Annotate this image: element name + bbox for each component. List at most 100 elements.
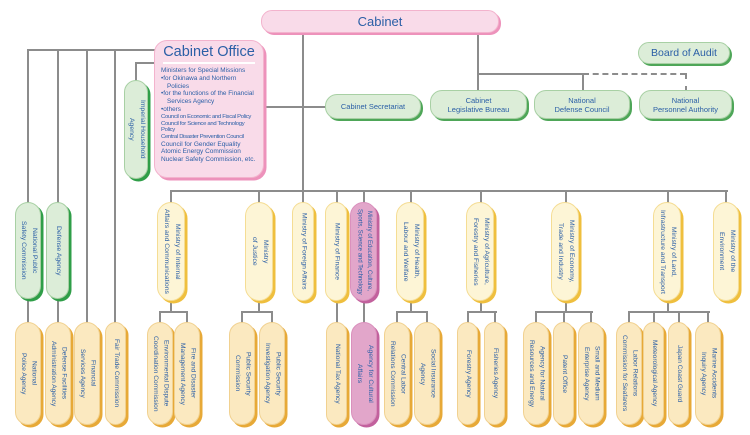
- node-ministry-justice: Ministry of Justice: [245, 202, 273, 301]
- connector-line: [477, 32, 479, 92]
- office-line: Council on Economic and Fiscal Policy: [161, 113, 252, 120]
- connector-line: [678, 311, 680, 323]
- connector-line: [27, 298, 29, 323]
- node-national-personnel-authority: National Personnel Authority: [639, 90, 732, 119]
- connector-line: [480, 190, 482, 203]
- node-social-insurance-agency: Social Insurance Agency: [414, 322, 440, 425]
- office-line: Policies: [167, 82, 190, 90]
- node-defense-facilities-administration-agency: Defense Facilities Administration Agency: [45, 322, 71, 425]
- node-ministry-land-infrastructure: Ministry of Land, Infrastructure and Tra…: [653, 202, 681, 301]
- connector-line: [628, 311, 630, 323]
- connector-line: [258, 301, 260, 313]
- node-national-defense-council: National Defense Council: [534, 90, 630, 119]
- connector-line: [565, 301, 567, 313]
- node-fisheries-agency: Fisheries Agency: [484, 322, 505, 425]
- node-ministry-environment: Ministry of the Environment: [713, 202, 739, 301]
- connector-line: [653, 311, 655, 323]
- node-ministry-finance: Ministry of Finance: [325, 202, 347, 301]
- node-national-public-safety-commission: National Public Safety Commission: [15, 202, 41, 299]
- connector-line: [336, 301, 338, 323]
- connector-line: [57, 298, 59, 323]
- connector-line-dashed: [583, 73, 686, 75]
- node-labor-relations-commission-seafarers: Labor Relations Commission for Seafarers: [616, 322, 642, 425]
- connector-line: [159, 311, 188, 313]
- office-line: •others: [161, 106, 181, 114]
- node-ministry-internal-affairs: Ministry of Internal Affairs and Communi…: [157, 202, 185, 301]
- connector-line: [480, 301, 482, 313]
- office-line: Nuclear Safety Commission, etc.: [161, 156, 256, 164]
- connector-line: [241, 311, 243, 323]
- node-cabinet-legislative-bureau: Cabinet Legislative Bureau: [430, 90, 527, 119]
- office-line: •for Okinawa and Northern: [161, 74, 237, 82]
- connector-line: [186, 311, 188, 323]
- connector-line: [707, 311, 709, 323]
- connector-line: [477, 73, 583, 75]
- node-financial-services-agency: Financial Services Agency: [74, 322, 100, 425]
- connector-line: [582, 73, 584, 92]
- node-cabinet-office: Cabinet Office Ministers for Special Mis…: [154, 40, 264, 178]
- connector-line: [258, 190, 260, 203]
- node-ministry-agriculture: Ministry of Agriculture, Forestry and Fi…: [466, 202, 494, 301]
- node-environmental-dispute-coordination-commission: Environmental Dispute Coordination Commi…: [147, 322, 173, 425]
- node-agency-cultural-affairs: Agency for Cultural Affairs: [351, 322, 377, 425]
- connector-line: [114, 49, 116, 323]
- connector-line: [171, 190, 728, 192]
- connector-line: [241, 311, 273, 313]
- connector-line: [28, 49, 156, 51]
- connector-line: [667, 190, 669, 203]
- connector-line: [170, 190, 172, 203]
- connector-line: [302, 32, 304, 203]
- connector-line: [135, 62, 137, 81]
- office-line: Council for Science and Technology Polic…: [161, 120, 245, 134]
- cabinet-office-title: Cabinet Office: [163, 44, 255, 64]
- node-ministry-health-labour-welfare: Ministry of Health, Labour and Welfare: [396, 202, 424, 301]
- node-patent-office: Patent Office: [553, 322, 574, 425]
- node-public-security-commission: Public Security Commission: [229, 322, 255, 425]
- node-board-of-audit: Board of Audit: [638, 42, 730, 64]
- office-line: Central Disaster Prevention Council: [161, 134, 244, 141]
- connector-line: [494, 311, 496, 323]
- connector-line: [363, 190, 365, 203]
- node-public-security-investigation-agency: Public Security Investigation Agency: [259, 322, 285, 425]
- connector-line: [264, 106, 326, 108]
- office-line: Ministers for Special Missions: [161, 67, 246, 74]
- connector-line: [426, 311, 428, 323]
- node-ministry-education: Ministry of Education, Culture, Sports, …: [350, 202, 377, 301]
- connector-line: [667, 301, 669, 313]
- office-line: •for the functions of the Financial: [161, 90, 254, 98]
- node-forestry-agency: Forestry Agency: [457, 322, 478, 425]
- connector-line: [467, 311, 469, 323]
- node-ministry-economy: Ministry of Economy, Trade and Industry: [551, 202, 579, 301]
- node-small-medium-enterprise-agency: Small and Medium Enterprise Agency: [578, 322, 604, 425]
- connector-line: [590, 311, 592, 323]
- office-line: Atomic Energy Commission: [161, 148, 241, 156]
- connector-line: [271, 311, 273, 323]
- node-central-labor-relations-commission: Central Labor Relations Commission: [384, 322, 410, 425]
- connector-line: [725, 190, 727, 203]
- connector-line: [336, 190, 338, 203]
- connector-line: [467, 311, 497, 313]
- connector-line: [135, 62, 155, 64]
- connector-line: [565, 190, 567, 203]
- node-ministry-foreign-affairs: Ministry of Foreign Affairs: [292, 202, 314, 301]
- connector-line-dashed: [685, 73, 687, 92]
- node-cabinet: Cabinet: [261, 10, 499, 33]
- node-marine-accidents-inquiry-agency: Marine Accidents Inquiry Agency: [695, 322, 721, 425]
- connector-line: [410, 190, 412, 203]
- connector-line: [396, 311, 428, 313]
- connector-line: [57, 49, 59, 203]
- connector-line: [563, 311, 565, 323]
- connector-line: [410, 301, 412, 313]
- node-agency-natural-resources-energy: Agency for Natural Resources and Energy: [523, 322, 549, 425]
- connector-line: [396, 311, 398, 323]
- node-national-police-agency: National Police Agency: [15, 322, 41, 425]
- node-national-tax-agency: National Tax Agency: [326, 322, 347, 425]
- node-fire-disaster-management-agency: Fire and Disaster Management Agency: [174, 322, 200, 425]
- connector-line: [535, 311, 537, 323]
- node-defense-agency: Defense Agency: [46, 202, 69, 299]
- node-imperial-household-agency: Imperial Household Agency: [124, 80, 148, 179]
- office-line: Services Agency: [167, 98, 215, 106]
- connector-line: [363, 301, 365, 323]
- connector-line: [628, 311, 710, 313]
